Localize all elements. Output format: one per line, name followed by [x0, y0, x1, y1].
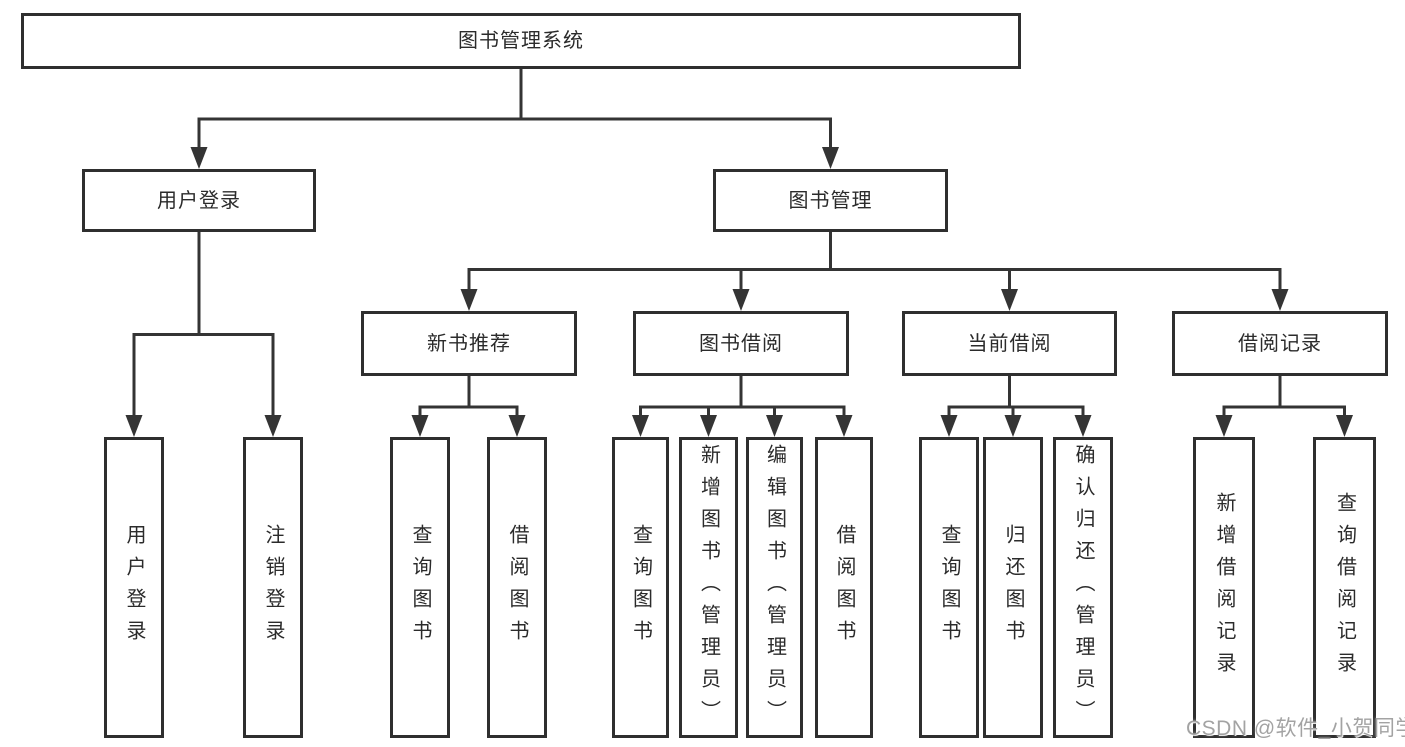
node-leaf-user-login: 用户登录: [104, 437, 164, 738]
node-label: 用户登录: [123, 523, 145, 652]
node-label: 用户登录: [157, 189, 241, 212]
node-leaf-borrow-books-recommend: 借阅图书: [487, 437, 547, 738]
node-label: 借阅图书: [833, 523, 855, 652]
node-label: 新增图书（管理员）: [697, 443, 720, 732]
node-label: 新增借阅记录: [1213, 491, 1235, 684]
node-leaf-return-book: 归还图书: [983, 437, 1043, 738]
node-leaf-query-books-current: 查询图书: [919, 437, 979, 738]
node-label: 注销登录: [262, 523, 284, 652]
node-leaf-edit-book-admin: 编辑图书（管理员）: [746, 437, 803, 738]
node-borrowing-records: 借阅记录: [1172, 311, 1388, 376]
watermark: CSDN @软件_小贺同学: [1186, 717, 1405, 740]
node-label: 图书借阅: [699, 332, 783, 355]
node-user-login: 用户登录: [82, 169, 316, 232]
node-label: 归还图书: [1002, 523, 1024, 652]
node-label: 图书管理: [788, 189, 873, 212]
node-label: 借阅记录: [1238, 332, 1322, 355]
node-label: 查询图书: [938, 523, 960, 652]
node-label: 新书推荐: [427, 332, 511, 355]
node-label: 编辑图书（管理员）: [763, 443, 786, 732]
node-label: 查询借阅记录: [1333, 491, 1356, 684]
node-label: 查询图书: [629, 523, 652, 652]
node-label: 当前借阅: [967, 332, 1052, 355]
node-book-borrowing: 图书借阅: [633, 311, 849, 376]
node-leaf-add-borrow-record: 新增借阅记录: [1193, 437, 1255, 738]
node-root-library-system: 图书管理系统: [21, 13, 1021, 69]
node-leaf-query-borrow-record: 查询借阅记录: [1313, 437, 1376, 738]
node-new-book-recommend: 新书推荐: [361, 311, 577, 376]
node-leaf-query-books-recommend: 查询图书: [390, 437, 450, 738]
node-label: 确认归还（管理员）: [1072, 443, 1094, 732]
node-book-management: 图书管理: [713, 169, 948, 232]
node-label: 查询图书: [409, 523, 431, 652]
arrowheads: [125, 147, 1353, 437]
node-leaf-add-book-admin: 新增图书（管理员）: [679, 437, 738, 738]
node-current-borrowing: 当前借阅: [902, 311, 1117, 376]
node-leaf-query-books-borrowing: 查询图书: [612, 437, 669, 738]
node-label: 借阅图书: [506, 523, 528, 652]
node-leaf-borrow-books-borrowing: 借阅图书: [815, 437, 873, 738]
node-leaf-confirm-return-admin: 确认归还（管理员）: [1053, 437, 1113, 738]
node-label: 图书管理系统: [458, 30, 584, 52]
node-leaf-logout: 注销登录: [243, 437, 303, 738]
